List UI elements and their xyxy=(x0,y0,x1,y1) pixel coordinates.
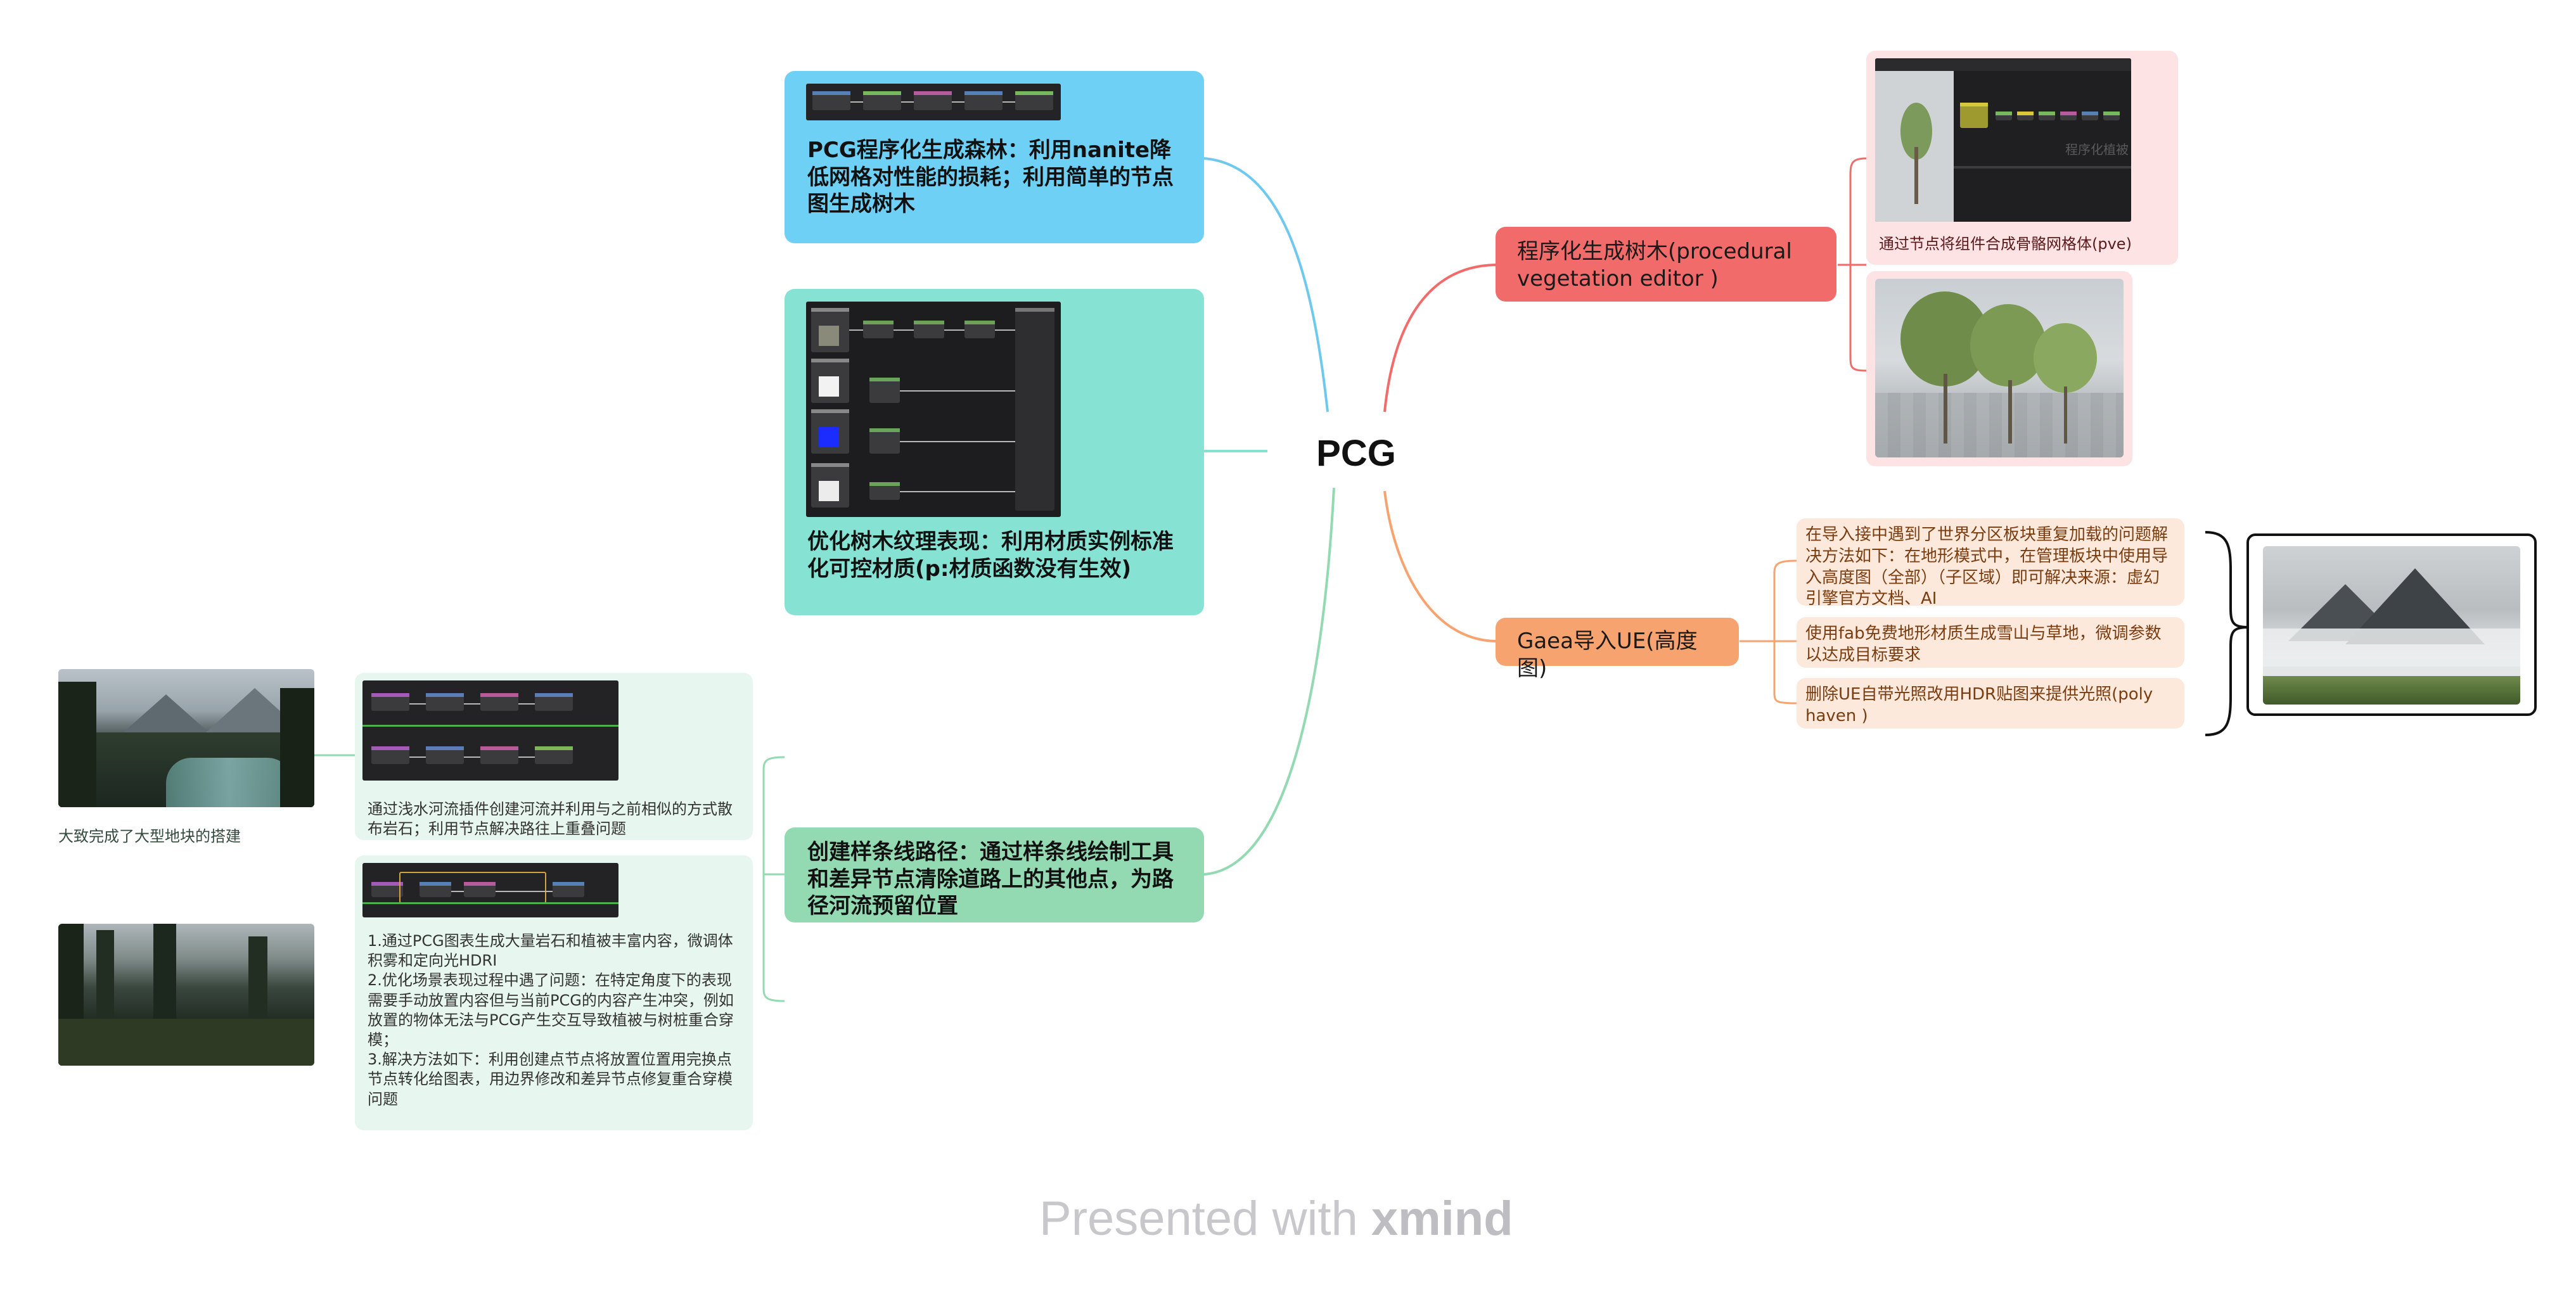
branch-forest[interactable]: PCG程序化生成森林：利用nanite降低网格对性能的损耗；利用简单的节点图生成… xyxy=(785,71,1204,243)
pve-watermark: 程序化植被 xyxy=(2065,142,2129,157)
spline-child-optimize-text: 1.通过PCG图表生成大量岩石和植被丰富内容，微调体积雾和定向光HDRI 2.优… xyxy=(368,932,734,1108)
gaea-image-frame[interactable] xyxy=(2246,533,2537,716)
footer-prefix: Presented with xyxy=(1039,1192,1371,1246)
tree-child-pve[interactable]: 程序化植被 通过节点将组件合成骨骼网格体(pve) xyxy=(1866,51,2178,265)
texture-nodegraph-image xyxy=(806,302,1061,517)
bracket-gaea xyxy=(1740,559,1797,705)
gaea-child-material-text: 使用fab免费地形材质生成雪山与草地，微调参数以达成目标要求 xyxy=(1805,624,2162,665)
central-topic[interactable]: PCG xyxy=(1293,424,1419,482)
forest-scene-image xyxy=(58,924,314,1066)
gaea-child-material[interactable]: 使用fab免费地形材质生成雪山与草地，微调参数以达成目标要求 xyxy=(1797,617,2184,668)
branch-spline-title: 创建样条线路径：通过样条线绘制工具和差异节点清除道路上的其他点，为路径河流预留位… xyxy=(807,839,1174,919)
spline-child-river-text: 通过浅水河流插件创建河流并利用与之前相似的方式散布岩石；利用节点解决路往上重叠问… xyxy=(368,800,733,838)
bracket-spline xyxy=(762,756,786,1002)
branch-tree[interactable]: 程序化生成树木(procedural vegetation editor ) xyxy=(1496,227,1836,302)
footer-brand: xmind xyxy=(1371,1192,1513,1246)
tree-child-pve-text: 通过节点将组件合成骨骼网格体(pve) xyxy=(1879,235,2132,253)
branch-texture-title: 优化树木纹理表现：利用材质实例标准化可控材质(p:材质函数没有生效) xyxy=(807,529,1174,582)
scene-caption: 大致完成了大型地块的搭建 xyxy=(58,827,241,845)
spline-child-optimize[interactable]: 1.通过PCG图表生成大量岩石和植被丰富内容，微调体积雾和定向光HDRI 2.优… xyxy=(355,855,753,1130)
connector-spline xyxy=(1203,487,1335,876)
branch-texture[interactable]: 优化树木纹理表现：利用材质实例标准化可控材质(p:材质函数没有生效) xyxy=(785,289,1204,615)
snow-mountain-image xyxy=(2263,546,2520,705)
brace-gaea-image xyxy=(2205,531,2250,736)
connector-gaea xyxy=(1383,490,1496,642)
pve-editor-image: 程序化植被 xyxy=(1875,58,2131,222)
gaea-child-import[interactable]: 在导入接中遇到了世界分区板块重复加载的问题解决方法如下：在地形模式中，在管理板块… xyxy=(1797,518,2184,608)
branch-gaea-title: Gaea导入UE(高度图) xyxy=(1517,629,1698,681)
tree-render-image xyxy=(1875,279,2124,457)
gaea-child-lighting[interactable]: 删除UE自带光照改用HDR贴图来提供光照(poly haven ) xyxy=(1797,678,2184,729)
connector-tree xyxy=(1383,264,1496,412)
branch-forest-title: PCG程序化生成森林：利用nanite降低网格对性能的损耗；利用简单的节点图生成… xyxy=(807,137,1174,217)
footer: Presented with xmind xyxy=(1039,1191,1546,1248)
connector-forest xyxy=(1203,157,1329,412)
central-topic-label: PCG xyxy=(1316,432,1396,474)
branch-gaea[interactable]: Gaea导入UE(高度图) xyxy=(1496,618,1739,681)
optimize-nodegraph-image xyxy=(362,863,618,917)
forest-nodegraph-image xyxy=(806,84,1061,120)
gaea-child-lighting-text: 删除UE自带光照改用HDR贴图来提供光照(poly haven ) xyxy=(1805,685,2153,725)
branch-tree-title: 程序化生成树木(procedural vegetation editor ) xyxy=(1517,239,1792,291)
tree-child-render[interactable] xyxy=(1866,271,2132,466)
bracket-tree xyxy=(1838,157,1867,372)
branch-spline[interactable]: 创建样条线路径：通过样条线绘制工具和差异节点清除道路上的其他点，为路径河流预留位… xyxy=(785,827,1204,922)
gaea-child-import-text: 在导入接中遇到了世界分区板块重复加载的问题解决方法如下：在地形模式中，在管理板块… xyxy=(1805,525,2169,609)
river-scene-image xyxy=(58,669,314,807)
spline-child-river[interactable]: 通过浅水河流插件创建河流并利用与之前相似的方式散布岩石；利用节点解决路往上重叠问… xyxy=(355,673,753,840)
river-nodegraph-image xyxy=(362,680,618,781)
